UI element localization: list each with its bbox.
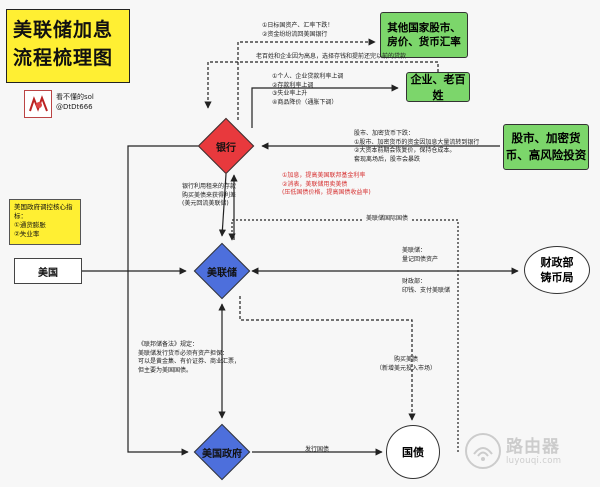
note-bank-buy-line2: 购买美债来获得利差: [182, 191, 237, 199]
node-high-risk-assets: 股市、加密货 币、高风险投资: [503, 124, 589, 170]
watermark: 路由器 luyouqi.com: [462, 430, 590, 476]
note-savings: 老百姓和企业因为高息，选择存钱和提前还完以前的贷款: [256, 53, 407, 60]
node-high-risk-line2: 币、高风险投资: [505, 148, 587, 162]
note-federal-reserve-act: 《联邦储备法》规定： 美联储发行货币必须有资产担保： 可以是黄金集、有价证券、商…: [138, 341, 240, 375]
note-rate-hike-line1: ①加息，提高美国联邦基金利率: [282, 172, 366, 179]
arrow-fed-to-bonds-dashed: [239, 296, 416, 421]
node-us-gov-label: 美国政府: [202, 448, 242, 460]
note-stocks-line4: 套现离场后，股市会暴跌: [354, 155, 421, 163]
note-stocks: 股市、加密货币下跌： ①股市、加密货币的资金因加息大量流转到银行 ②大资本前期会…: [354, 130, 479, 164]
note-bank-buy-line3: (美元回流美联储): [182, 200, 229, 207]
node-treasury-line2: 铸币局: [540, 271, 574, 284]
note-law-line3: 可以是黄金集、有价证券、商业汇票，: [138, 358, 241, 365]
node-us-gov: 美国政府: [193, 423, 251, 481]
note-bank-buy-bonds: 银行利用租来的存款 购买美债来获得利差 (美元回流美联储): [182, 183, 236, 209]
note-buy-bonds-line2: （新增美元投入市场）: [376, 364, 437, 372]
note-law-line1: 《联邦储备法》规定：: [138, 341, 199, 348]
node-other-countries: 其他国家股市、 房价、货币汇率: [380, 12, 468, 58]
arrow-fed-buy-bonds: [228, 219, 459, 452]
node-fed-label: 美联储: [207, 267, 237, 279]
note-stocks-line3: ②大资本前期会恢复价，保持仓成本。: [354, 147, 456, 154]
title-line-2: 流程梳理图: [13, 47, 114, 69]
note-treasury-print-line1: 财政部：: [402, 278, 427, 285]
fed-goals-box: 美国政府调控核心指 标： ①通货膨胀 ②失业率: [9, 199, 81, 245]
note-treasury-print: 财政部： 印钱、支付美联储: [402, 278, 450, 295]
line-left-vertical: [127, 145, 198, 456]
arrow-bank-to-companies: [251, 84, 399, 128]
note-stocks-line2: ①股市、加密货币的资金因加息大量流转到银行: [354, 138, 480, 146]
node-bank-label: 银行: [216, 142, 236, 154]
note-foreign-line2: ②资金纷纷流回美国银行: [262, 30, 328, 38]
note-fed-buy-bonds: 美联储国际国债: [364, 215, 411, 224]
note-buy-bonds-line1: 购买美债: [394, 356, 419, 363]
arrow-bank-to-foreign: [237, 38, 376, 120]
node-usa: 美国: [14, 258, 82, 284]
note-fed-assets-line1: 美联储：: [402, 247, 427, 254]
note-fed-assets: 美联储： 量记回债资产: [402, 247, 438, 264]
node-treasury-line1: 财政部: [540, 256, 574, 269]
router-logo-icon: [465, 433, 501, 469]
fed-goals-line4: ②失业率: [14, 230, 40, 238]
title-line-1: 美联储加息: [13, 19, 114, 41]
watermark-sub: luyouqi.com: [506, 456, 562, 466]
note-bank-buy-line1: 银行利用租来的存款: [182, 183, 237, 190]
note-rate-hike-line2: ②消表，美联储用卖美债: [282, 180, 348, 188]
note-loans-line1: ①个人、企业贷款利率上调: [272, 73, 344, 80]
node-high-risk-line1: 股市、加密货: [511, 131, 581, 145]
note-loans-line3: ③失业率上升: [272, 90, 308, 97]
note-loans-line4: ④商品降价（通胀下调）: [272, 98, 338, 106]
note-law-line4: 但主要为美国国债。: [138, 366, 193, 374]
node-treasury: 财政部 铸币局: [524, 246, 590, 294]
arrow-bank-to-fed: [218, 173, 227, 237]
node-companies-people: 企业、老百姓: [406, 72, 470, 102]
title-box: 美联储加息 流程梳理图: [6, 9, 130, 83]
note-issue-bonds: 发行国债: [305, 446, 330, 453]
node-fed: 美联储: [193, 242, 251, 300]
note-treasury-print-line2: 印钱、支付美联储: [402, 286, 451, 294]
note-rate-hike: ①加息，提高美国联邦基金利率 ②消表，美联储用卖美债 (压低国债价格，提高国债收…: [282, 172, 371, 198]
note-loans-line2: ②存款利率上调: [272, 81, 314, 89]
node-other-countries-line2: 房价、货币汇率: [387, 36, 461, 48]
note-loans: ①个人、企业贷款利率上调 ②存款利率上调 ③失业率上升 ④商品降价（通胀下调）: [272, 73, 343, 107]
author-avatar-icon: [24, 90, 52, 118]
note-law-line2: 美联储发行货币必须有资产担保：: [138, 349, 229, 357]
node-bonds: 国债: [386, 425, 440, 479]
fed-goals-line3: ①通货膨胀: [14, 221, 46, 229]
node-other-countries-line1: 其他国家股市、: [387, 22, 461, 34]
fed-goals-line2: 标：: [14, 212, 27, 220]
arrow-companies-to-bank: [204, 61, 439, 109]
note-buy-bonds: 购买美债 （新增美元投入市场）: [376, 356, 436, 373]
fed-goals-line1: 美国政府调控核心指: [14, 203, 73, 211]
author-name: 看不懂的sol: [56, 93, 94, 101]
author-tag: 看不懂的sol @DtDt666: [24, 90, 142, 118]
node-bank: 银行: [197, 117, 255, 175]
note-stocks-line1: 股市、加密货币下跌：: [354, 130, 415, 137]
note-fed-assets-line2: 量记回债资产: [402, 255, 439, 263]
note-foreign-line1: ①日标国资产、汇率下跌！: [262, 22, 334, 29]
watermark-main: 路由器: [506, 437, 560, 457]
note-foreign-effects: ①日标国资产、汇率下跌！ ②资金纷纷流回美国银行: [262, 22, 333, 39]
author-handle: @DtDt666: [56, 103, 93, 111]
note-rate-hike-line3: (压低国债价格，提高国债收益率): [282, 189, 371, 196]
